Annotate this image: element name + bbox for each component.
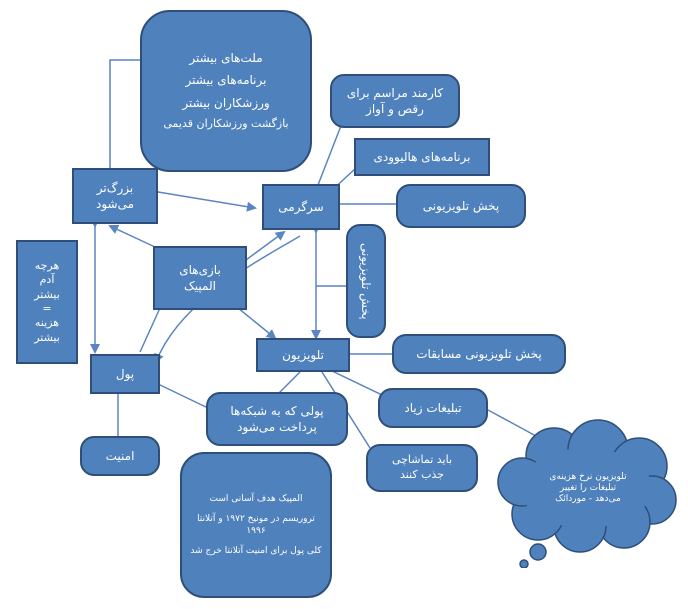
- node-viewers: باید تماشاچی جذب کنند: [366, 444, 478, 492]
- arrow-olympics-entertainment: [245, 230, 286, 261]
- olympic-target-line-1: المپیک هدف آسانی است: [209, 493, 303, 504]
- ads-label: تبلیغات زیاد: [404, 400, 462, 415]
- cloud-line-1: تلویزیون نرخ هزینه‌ی: [549, 472, 627, 482]
- arrow-grows-entertainment: [149, 185, 257, 212]
- dance-staff-line-1: کارمند مراسم برای: [346, 85, 444, 100]
- link-tv-ads: [329, 369, 383, 396]
- viewers-line-1: باید تماشاچی: [391, 453, 453, 467]
- arrow-olympics-television: [237, 307, 277, 340]
- competition-broadcast-label: پخش تلویزیونی مسابقات: [416, 346, 542, 361]
- cost-line-2: آدم: [39, 273, 55, 287]
- cost-line-5: هزینه: [34, 316, 60, 330]
- node-security: امنیت: [80, 436, 160, 476]
- link-grows-nations: [109, 59, 142, 168]
- more-nations-line-1: ملت‌های بیشتر: [189, 51, 263, 66]
- more-nations-line-2: برنامه‌های بیشتر: [185, 73, 267, 88]
- olympic-target-line-3: کلی پول برای امنیت آتلانتا خرج شد: [190, 546, 322, 557]
- node-network-money: پولی که به شبکه‌ها پرداخت می‌شود: [206, 392, 348, 446]
- node-tv-broadcast: پخش تلویزیونی: [396, 184, 526, 228]
- node-cost: هرچه آدم بیشتر = هزینه بیشتر: [16, 240, 78, 364]
- network-money-line-2: پرداخت می‌شود: [237, 420, 317, 434]
- cost-line-4: =: [42, 302, 52, 315]
- arrow-olympics-grows: [108, 224, 156, 248]
- hollywood-label: برنامه‌های هالیوودی: [373, 149, 471, 164]
- olympic-target-line-2: تروریسم در مونیخ ۱۹۷۲ و آتلانتا ۱۹۹۶: [197, 513, 315, 536]
- money-label: پول: [115, 366, 135, 381]
- grows-line-1: بزرگ‌تر: [96, 180, 134, 195]
- tv-broadcast-vertical-label: پخش تلویزیونی: [359, 242, 374, 320]
- node-competition-broadcast: پخش تلویزیونی مسابقات: [392, 334, 566, 374]
- olympics-line-2: المپیک: [184, 279, 216, 293]
- television-label: تلویزیون: [282, 347, 324, 362]
- node-more-nations: ملت‌های بیشتر برنامه‌های بیشتر ورزشکاران…: [140, 10, 312, 172]
- entertainment-label: سرگرمی: [278, 199, 324, 214]
- link-olympics-money: [139, 307, 161, 353]
- cloud-line-3: می‌دهد - موردائک: [555, 494, 621, 504]
- link-ent-dance: [317, 117, 345, 186]
- node-olympic-target: المپیک هدف آسانی است تروریسم در مونیخ ۱۹…: [180, 452, 332, 598]
- grows-line-2: می‌شود: [95, 197, 135, 211]
- olympics-line-1: بازی‌های: [179, 262, 221, 277]
- node-grows: بزرگ‌تر می‌شود: [72, 168, 158, 224]
- security-label: امنیت: [105, 448, 135, 463]
- cost-line-1: هرچه: [34, 259, 60, 273]
- network-money-line-1: پولی که به شبکه‌ها: [230, 403, 324, 418]
- thought-cloud-text: تلویزیون نرخ هزینه‌ی تبلیغات را تغییر می…: [528, 450, 648, 526]
- cost-line-3: بیشتر: [34, 287, 60, 301]
- tv-broadcast-label: پخش تلویزیونی: [422, 198, 500, 213]
- node-ads: تبلیغات زیاد: [378, 388, 488, 428]
- cost-line-6: بیشتر: [34, 330, 60, 344]
- node-tv-broadcast-vertical: پخش تلویزیونی: [346, 224, 386, 338]
- viewers-line-2: جذب کنند: [399, 468, 445, 481]
- more-nations-line-4: بازگشت ورزشکاران قدیمی: [163, 116, 289, 130]
- node-hollywood: برنامه‌های هالیوودی: [354, 138, 490, 176]
- link-money-network: [157, 383, 209, 409]
- link-ads-cloud: [487, 409, 537, 437]
- node-money: پول: [90, 354, 160, 394]
- node-olympics: بازی‌های المپیک: [153, 246, 247, 310]
- node-dance-staff: کارمند مراسم برای رقص و آواز: [330, 74, 460, 128]
- thought-cloud-shape: [497, 419, 677, 568]
- node-television: تلویزیون: [256, 338, 350, 372]
- more-nations-line-3: ورزشکاران بیشتر: [182, 95, 270, 110]
- cloud-line-2: تبلیغات را تغییر: [559, 483, 617, 493]
- dance-staff-line-2: رقص و آواز: [366, 102, 424, 116]
- node-entertainment: سرگرمی: [262, 184, 340, 230]
